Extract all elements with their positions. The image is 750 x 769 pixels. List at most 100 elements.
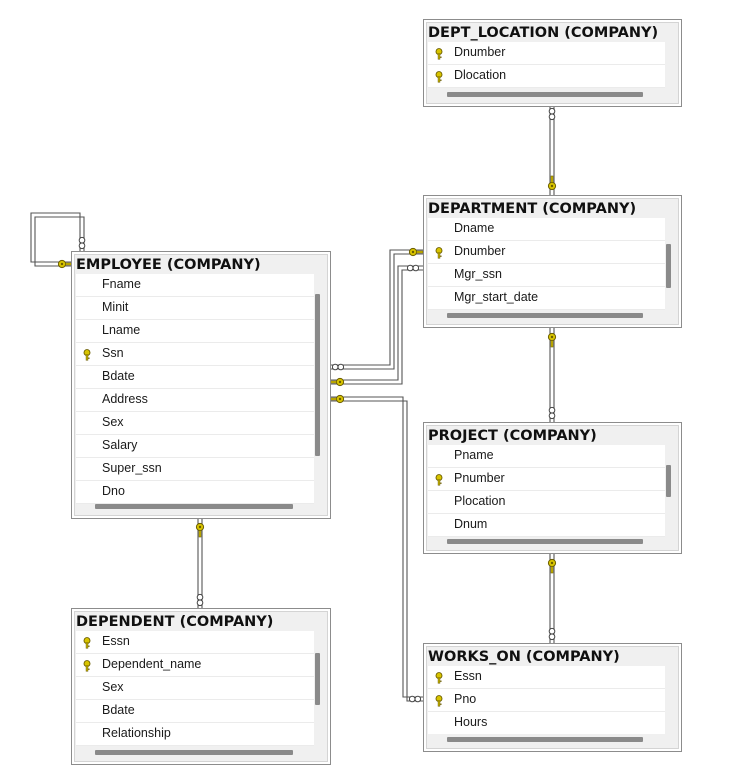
primary-key-icon xyxy=(428,689,450,712)
column-row[interactable]: Pno xyxy=(428,689,665,712)
column-name: Relationship xyxy=(102,726,171,740)
many-end-icon xyxy=(196,593,204,607)
table-title[interactable]: DEPENDENT (COMPANY) xyxy=(76,614,274,630)
column-row[interactable]: Minit xyxy=(76,297,314,320)
horizontal-scrollbar[interactable] xyxy=(95,504,293,509)
table-title[interactable]: DEPT_LOCATION (COMPANY) xyxy=(428,25,659,41)
column-row[interactable]: Fname xyxy=(76,274,314,297)
many-end-icon xyxy=(548,406,556,420)
key-end-icon xyxy=(329,394,345,404)
column-name: Dependent_name xyxy=(102,657,202,671)
primary-key-icon xyxy=(76,631,98,654)
relationship-employee-self[interactable] xyxy=(30,212,85,267)
column-row[interactable]: Dnumber xyxy=(428,241,665,264)
column-row[interactable]: Ssn xyxy=(76,343,314,366)
key-cell xyxy=(76,700,98,723)
many-end-icon xyxy=(548,107,556,121)
horizontal-scrollbar[interactable] xyxy=(447,539,643,544)
key-cell xyxy=(76,677,98,700)
many-end-icon xyxy=(408,695,422,703)
column-name: Mgr_ssn xyxy=(454,267,502,281)
column-name: Pnumber xyxy=(454,471,505,485)
table-title[interactable]: WORKS_ON (COMPANY) xyxy=(428,649,620,665)
key-end-icon xyxy=(547,332,557,348)
column-row[interactable]: Dname xyxy=(428,218,665,241)
column-row[interactable]: Salary xyxy=(76,435,314,458)
column-row[interactable]: Bdate xyxy=(76,366,314,389)
key-end-icon xyxy=(195,522,205,538)
column-name: Pno xyxy=(454,692,477,706)
horizontal-scrollbar[interactable] xyxy=(447,313,643,318)
key-cell xyxy=(428,712,450,734)
column-name: Ssn xyxy=(102,346,124,360)
column-name: Lname xyxy=(102,323,141,337)
key-cell xyxy=(76,481,98,504)
table-title[interactable]: EMPLOYEE (COMPANY) xyxy=(76,257,261,273)
key-cell xyxy=(76,274,98,297)
vertical-scrollbar[interactable] xyxy=(315,653,320,705)
column-name: Bdate xyxy=(102,369,135,383)
column-row[interactable]: Dnum xyxy=(428,514,665,537)
primary-key-icon xyxy=(428,468,450,491)
key-end-icon xyxy=(57,259,73,269)
column-name: Minit xyxy=(102,300,129,314)
horizontal-scrollbar[interactable] xyxy=(447,92,643,97)
column-row[interactable]: Relationship xyxy=(76,723,314,746)
column-row[interactable]: Mgr_ssn xyxy=(428,264,665,287)
column-row[interactable]: Dependent_name xyxy=(76,654,314,677)
column-row[interactable]: Pnumber xyxy=(428,468,665,491)
key-cell xyxy=(428,491,450,514)
column-row[interactable]: Super_ssn xyxy=(76,458,314,481)
column-name: Dno xyxy=(102,484,125,498)
relationship-employee-works-on[interactable] xyxy=(330,396,423,702)
relationship-dept-location-department[interactable] xyxy=(549,106,555,196)
column-row[interactable]: Lname xyxy=(76,320,314,343)
column-row[interactable]: Essn xyxy=(76,631,314,654)
column-row[interactable]: Bdate xyxy=(76,700,314,723)
column-row[interactable]: Sex xyxy=(76,412,314,435)
vertical-scrollbar[interactable] xyxy=(666,244,671,288)
column-row[interactable]: Address xyxy=(76,389,314,412)
column-row[interactable]: Mgr_start_date xyxy=(428,287,665,310)
horizontal-scrollbar[interactable] xyxy=(447,737,643,742)
horizontal-scrollbar[interactable] xyxy=(95,750,293,755)
column-name: Plocation xyxy=(454,494,506,508)
column-name: Dnum xyxy=(454,517,488,531)
column-row[interactable]: Plocation xyxy=(428,491,665,514)
key-cell xyxy=(76,297,98,320)
table-title[interactable]: DEPARTMENT (COMPANY) xyxy=(428,201,637,217)
vertical-scrollbar[interactable] xyxy=(315,294,320,456)
column-name: Fname xyxy=(102,277,141,291)
primary-key-icon xyxy=(428,666,450,689)
column-name: Pname xyxy=(454,448,494,462)
column-row[interactable]: Dlocation xyxy=(428,65,665,88)
relationship-employee-dependent[interactable] xyxy=(197,517,203,609)
vertical-scrollbar[interactable] xyxy=(666,465,671,497)
table-title[interactable]: PROJECT (COMPANY) xyxy=(428,428,597,444)
many-end-icon xyxy=(78,236,86,250)
column-row[interactable]: Pname xyxy=(428,445,665,468)
column-row[interactable]: Essn xyxy=(428,666,665,689)
key-cell xyxy=(76,412,98,435)
column-row[interactable]: Hours xyxy=(428,712,665,734)
column-row[interactable]: Dnumber xyxy=(428,42,665,65)
key-cell xyxy=(428,514,450,537)
key-cell xyxy=(428,218,450,241)
key-cell xyxy=(76,458,98,481)
column-row[interactable]: Dno xyxy=(76,481,314,504)
relationship-department-project[interactable] xyxy=(549,327,555,423)
many-end-icon xyxy=(331,363,345,371)
column-row[interactable]: Sex xyxy=(76,677,314,700)
column-name: Address xyxy=(102,392,148,406)
key-cell xyxy=(428,445,450,468)
